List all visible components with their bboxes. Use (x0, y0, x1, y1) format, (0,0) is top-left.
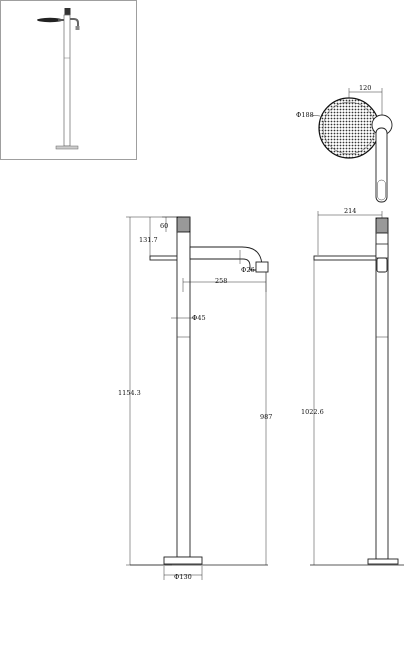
dim-shower-diameter: Φ188 (296, 111, 314, 119)
dim-spout-reach: 258 (215, 277, 227, 285)
spout-front (189, 246, 263, 271)
base-side (367, 558, 399, 565)
thumbnail-base (55, 145, 79, 150)
dim-spout-diameter: Φ26 (241, 266, 255, 274)
dim-base-diameter: Φ130 (174, 573, 192, 581)
spout-outlet-front (255, 261, 269, 273)
thumbnail-shower-head (37, 17, 63, 23)
thumbnail-spout (68, 18, 79, 28)
dim-outlet-height: 987 (260, 413, 272, 421)
handle-front (176, 216, 191, 233)
dim-top-drop: 131.7 (139, 236, 158, 244)
front-elevation: 60 131.7 1154.3 Φ26 258 Φ45 987 (118, 216, 272, 581)
dim-spout-width: 214 (344, 207, 356, 215)
dim-handle-height: 60 (160, 222, 168, 230)
thumbnail-preview (0, 0, 137, 160)
dim-side-height: 1022.6 (301, 408, 324, 416)
spout-top (375, 127, 388, 203)
column-side (375, 232, 389, 560)
thumbnail-arm (58, 19, 66, 21)
spout-side (375, 243, 389, 259)
shower-head-top (318, 97, 380, 159)
spout-outlet-side (376, 257, 388, 273)
thumbnail-column (63, 14, 71, 147)
side-elevation: 214 1022.6 (301, 207, 404, 566)
top-view: 120 Φ188 (296, 84, 393, 203)
thumbnail-handle (64, 8, 71, 15)
dim-column-diameter: Φ45 (192, 314, 206, 322)
dim-handle-offset: 120 (359, 84, 371, 92)
dim-total-height: 1154.3 (118, 389, 141, 397)
column-front (176, 231, 191, 558)
shower-head-side (313, 255, 381, 261)
base-front (163, 556, 203, 565)
handle-side (375, 217, 389, 234)
